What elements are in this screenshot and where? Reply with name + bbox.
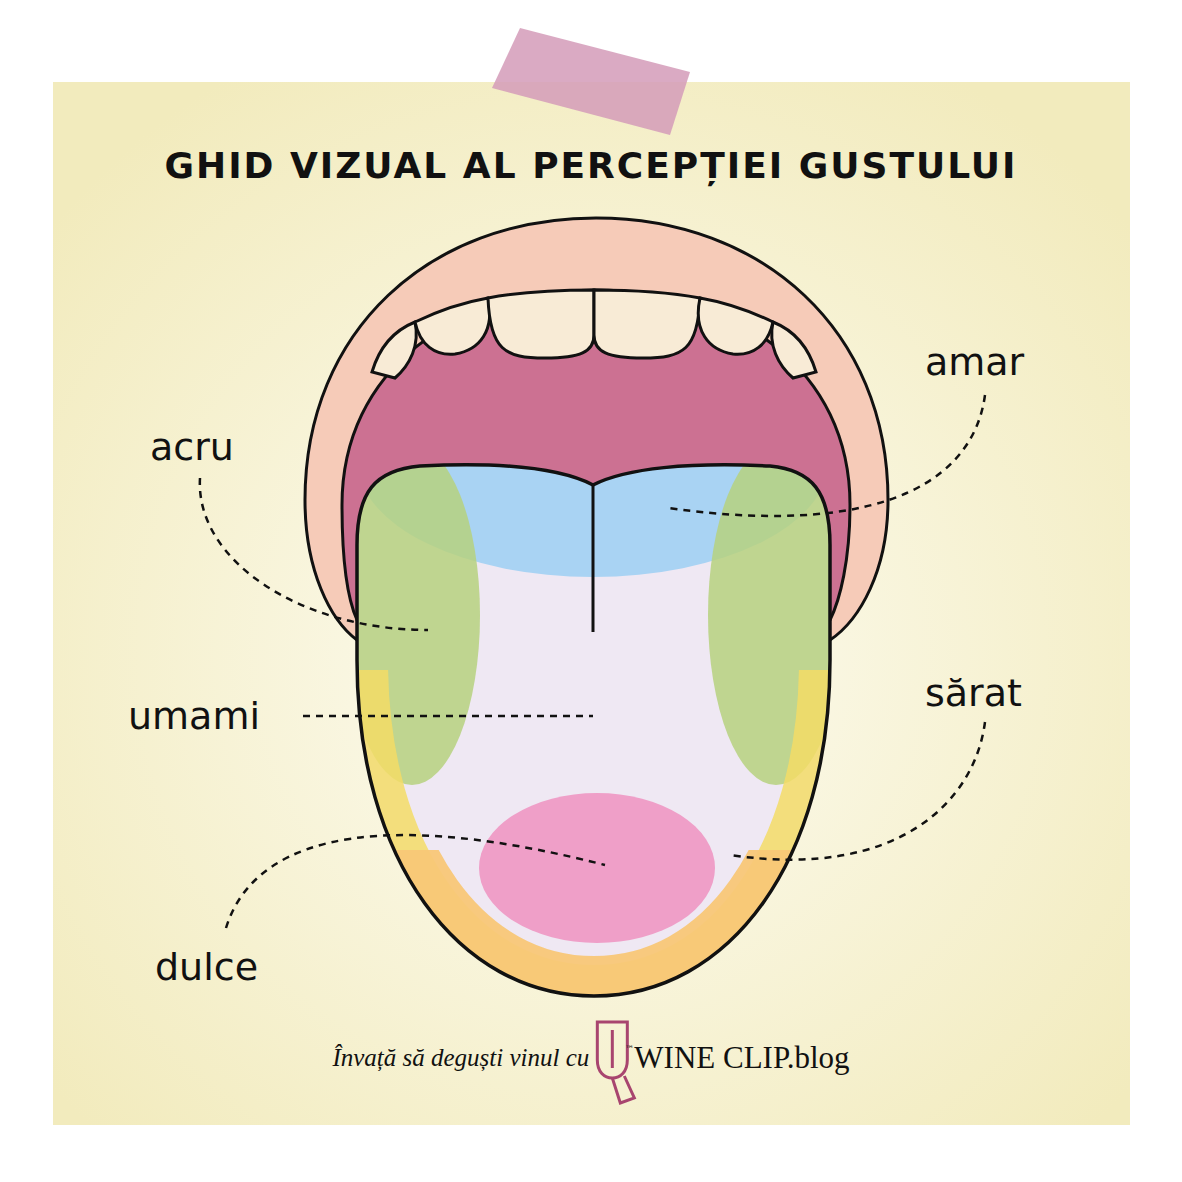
- wine-clip-logo: [597, 1022, 634, 1103]
- leader-lines: [200, 395, 985, 928]
- median-groove: [592, 485, 595, 632]
- taste-label: umami: [128, 694, 260, 738]
- taste-label: amar: [925, 340, 1024, 384]
- caption: Învață să deguști vinul cu: [332, 1044, 589, 1072]
- taste-label: acru: [150, 425, 234, 469]
- caption-row: Învață să deguști vinul cu ™WINE CLIP.blo…: [332, 1040, 849, 1076]
- tongue-outline: [357, 465, 830, 996]
- trademark: ™: [625, 1044, 634, 1054]
- taste-label: dulce: [155, 945, 258, 989]
- teeth: [372, 290, 816, 378]
- brand-name: WINE CLIP.blog: [634, 1040, 849, 1076]
- tape: [492, 28, 690, 135]
- taste-label: sărat: [925, 671, 1022, 715]
- paper-ground: [53, 82, 1130, 1125]
- title: GHID VIZUAL AL PERCEPȚIEI GUSTULUI: [165, 145, 1018, 186]
- taste-regions: [340, 347, 850, 1010]
